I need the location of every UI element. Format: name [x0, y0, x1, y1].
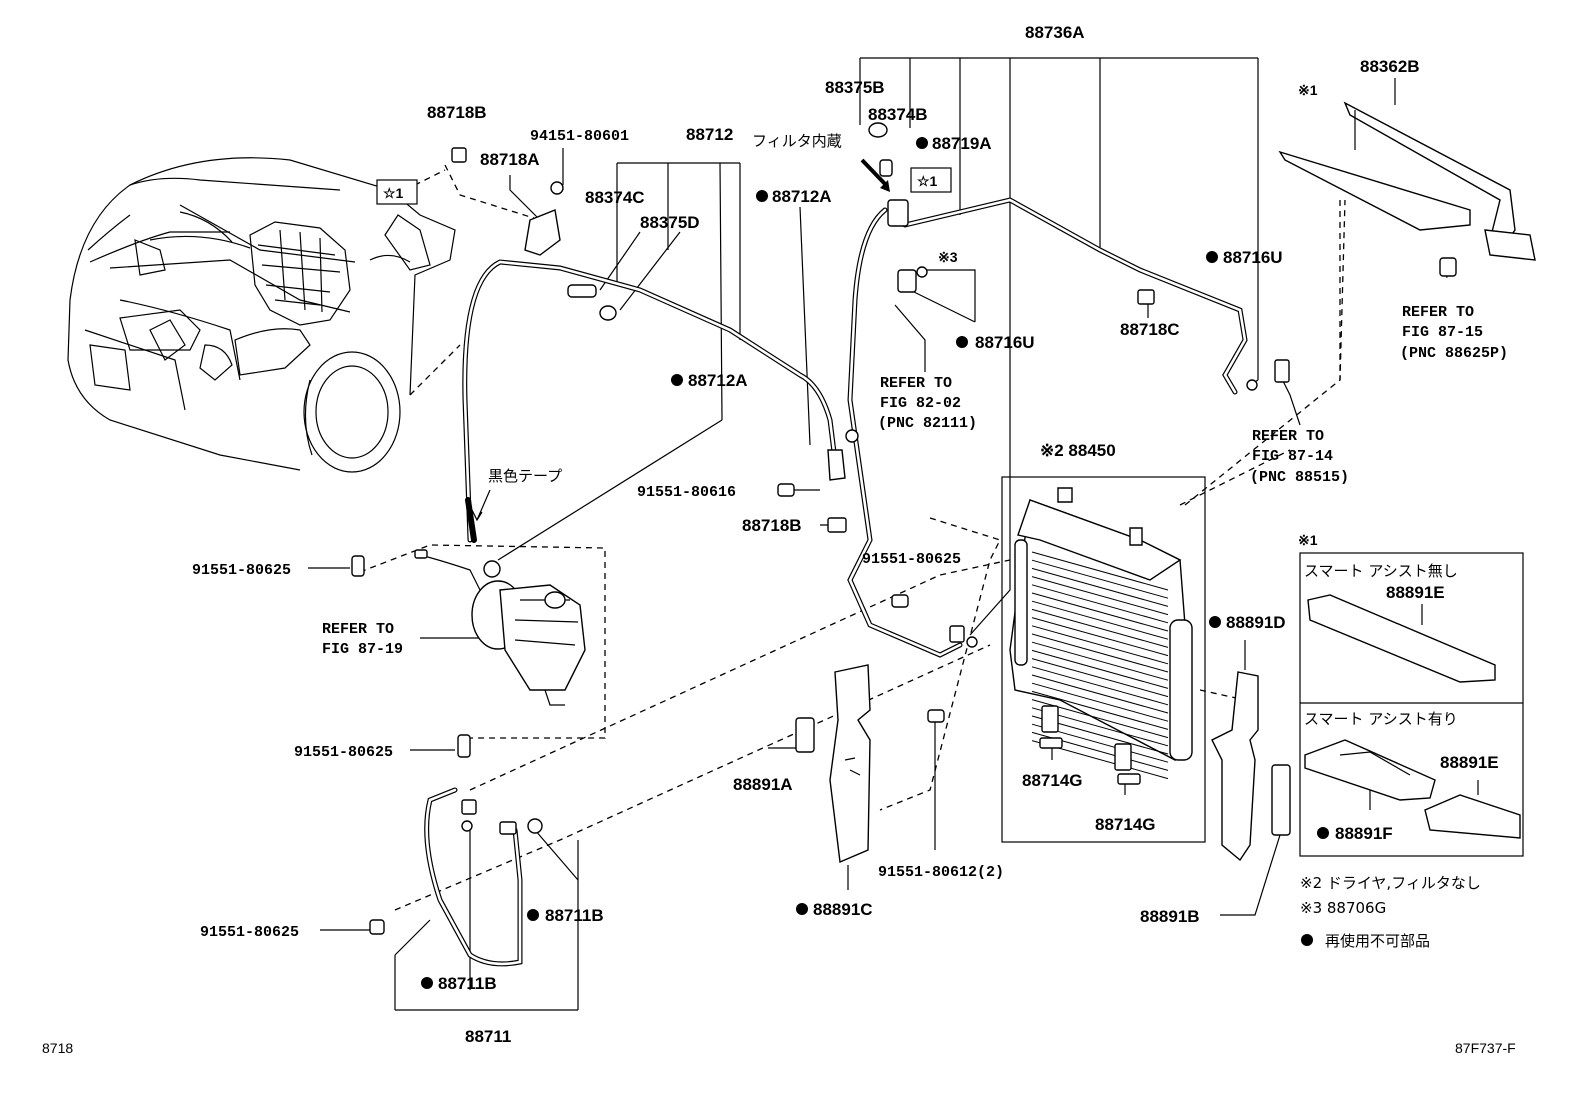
box-no-assist-title: スマート アシスト無し	[1304, 562, 1458, 580]
condenser-fin-line	[1031, 658, 1169, 698]
condenser-fin-line	[1031, 690, 1169, 730]
label-88450: ※2 88450	[1040, 441, 1116, 460]
label-88718B-mid: 88718B	[742, 516, 802, 535]
label-88714G-b: 88714G	[1095, 815, 1156, 834]
condenser-fin-line	[1031, 600, 1169, 640]
refer-8714-line2: FIG 87-14	[1252, 448, 1333, 465]
label-88718A: 88718A	[480, 150, 540, 169]
refer-8715-line2: FIG 87-15	[1402, 324, 1483, 341]
label-88375B: 88375B	[825, 78, 885, 97]
label-91551-80625-low: 91551-80625	[294, 744, 393, 761]
refer-8202-line1: REFER TO	[880, 375, 952, 392]
label-88711B-b: 88711B	[438, 974, 497, 993]
label-88362B: 88362B	[1360, 57, 1420, 76]
condenser-fin-line	[1031, 551, 1169, 591]
label-88714G-a: 88714G	[1022, 771, 1083, 790]
refer-8715-line1: REFER TO	[1402, 304, 1474, 321]
label-91551-80625-bottom: 91551-80625	[200, 924, 299, 941]
condenser-fin-line	[1031, 666, 1169, 706]
label-94151-80601: 94151-80601	[530, 128, 629, 145]
legend-dot-note: 再使用不可部品	[1325, 932, 1430, 950]
black-tape-note: 黒色テープ	[488, 467, 562, 485]
label-88891C: 88891C	[813, 900, 873, 919]
note1-box: ※1	[1298, 532, 1318, 548]
label-88712: 88712	[686, 125, 733, 144]
assist-variant-box	[1299, 552, 1524, 857]
baffles	[795, 664, 1291, 864]
label-91551-80616: 91551-80616	[637, 484, 736, 501]
condenser-fin-line	[1031, 559, 1169, 599]
refer-8202-line2: FIG 82-02	[880, 395, 961, 412]
refer-8719-line1: REFER TO	[322, 621, 394, 638]
label-88891E-a: 88891E	[1386, 583, 1445, 602]
label-88712A-mid: 88712A	[688, 371, 748, 390]
refer-8715-line3: (PNC 88625P)	[1400, 345, 1508, 362]
condenser-fin-line	[1031, 633, 1169, 673]
condenser-fin-line	[1031, 617, 1169, 657]
label-88716U-right: 88716U	[1223, 248, 1283, 267]
label-88718C: 88718C	[1120, 320, 1180, 339]
condenser-fin-line	[1031, 674, 1169, 714]
condenser-fin-line	[1031, 641, 1169, 681]
condenser-fin-line	[1031, 592, 1169, 632]
star1-left: ☆1	[383, 185, 404, 201]
label-88374C: 88374C	[585, 188, 645, 207]
vehicle-front-illustration	[67, 157, 456, 473]
legend-dot	[1301, 934, 1313, 946]
refer-8714-line3: (PNC 88515)	[1250, 469, 1349, 486]
label-91551-80625-mid: 91551-80625	[862, 551, 961, 568]
footer-right: 87F737-F	[1455, 1040, 1516, 1056]
label-88891A: 88891A	[733, 775, 793, 794]
label-91551-80625-left: 91551-80625	[192, 562, 291, 579]
label-88891B: 88891B	[1140, 907, 1200, 926]
condenser-fin-line	[1031, 625, 1169, 665]
label-88891F: 88891F	[1335, 824, 1393, 843]
condenser-fin-line	[1031, 608, 1169, 648]
reuse-dot	[916, 137, 928, 149]
label-88711: 88711	[465, 1027, 511, 1046]
legend-note3: ※3 88706G	[1300, 899, 1386, 917]
condenser-fin-line	[1031, 649, 1169, 689]
label-88711B-a: 88711B	[545, 906, 604, 925]
label-88375D: 88375D	[640, 213, 700, 232]
bracket-88362B	[1278, 101, 1536, 277]
condenser-frame	[1001, 476, 1206, 843]
refer-8202-line3: (PNC 82111)	[878, 415, 977, 432]
condenser-fin-line	[1031, 567, 1169, 607]
label-88736A: 88736A	[1025, 23, 1085, 42]
condenser-group	[1001, 476, 1206, 843]
note1-top: ※1	[1298, 82, 1318, 98]
pipes	[424, 197, 1248, 967]
label-88712A-top: 88712A	[772, 187, 832, 206]
label-88716U-mid: 88716U	[975, 333, 1035, 352]
label-91551-80612: 91551-80612(2)	[878, 864, 1004, 881]
label-88719A: 88719A	[932, 134, 992, 153]
refer-8714-line1: REFER TO	[1252, 428, 1324, 445]
label-88891D: 88891D	[1226, 613, 1286, 632]
refer-8719-line2: FIG 87-19	[322, 641, 403, 658]
note3-small: ※3	[938, 249, 958, 265]
label-88374B: 88374B	[868, 105, 928, 124]
condenser-fin-line	[1031, 584, 1169, 624]
filter-note: フィルタ内蔵	[752, 132, 842, 150]
label-88718B-top: 88718B	[427, 103, 487, 122]
footer-left: 8718	[42, 1040, 73, 1056]
leader-lines	[308, 57, 1479, 1011]
compressor	[414, 549, 586, 706]
labels: 88736A 88362B 88375B 88374B 88719A フィルタ内…	[42, 23, 1516, 1056]
condenser-fin-line	[1031, 576, 1169, 616]
condenser-fin-line	[1031, 682, 1169, 722]
small-parts	[351, 122, 1290, 935]
legend-note2: ※2 ドライヤ,フィルタなし	[1300, 874, 1481, 892]
label-88891E-b: 88891E	[1440, 753, 1499, 772]
box-with-assist-title: スマート アシスト有り	[1304, 710, 1458, 728]
star1-right: ☆1	[917, 173, 938, 189]
